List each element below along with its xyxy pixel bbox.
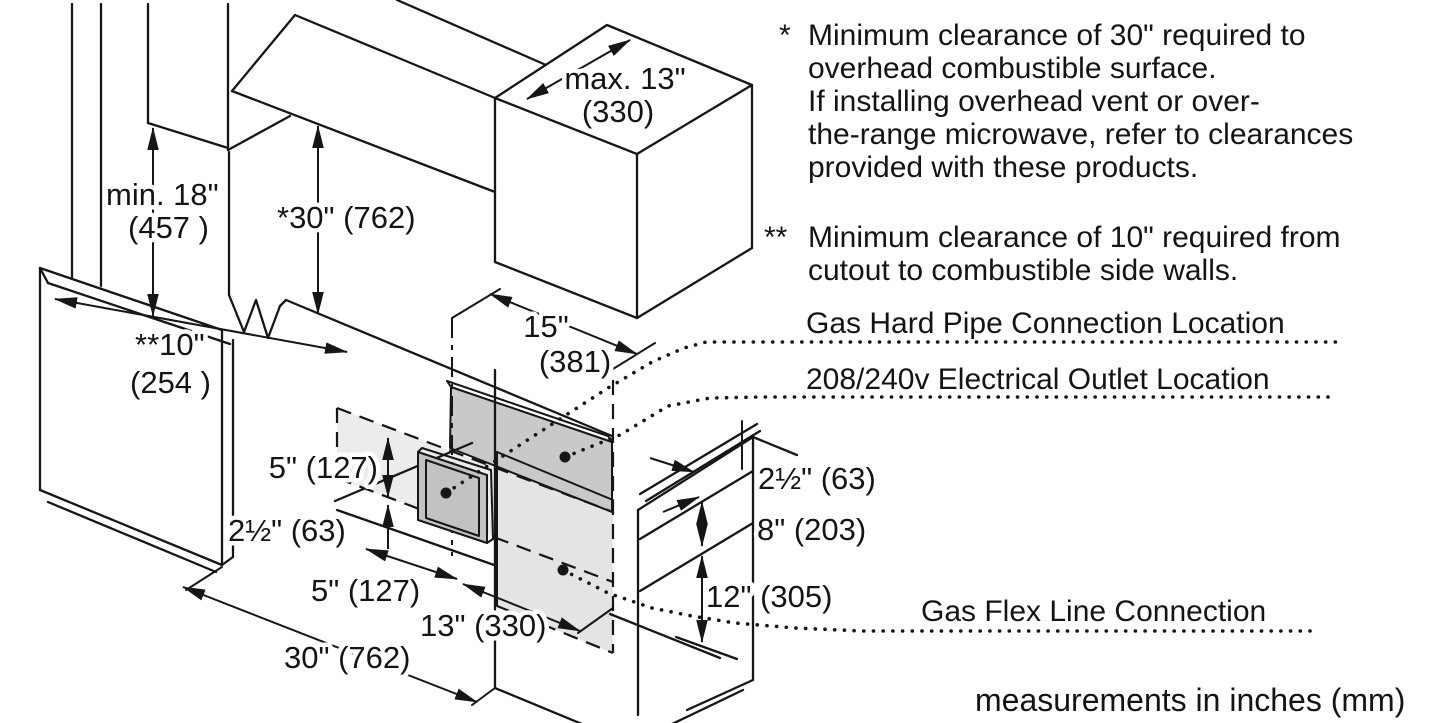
dim-side-clearance [54, 297, 348, 354]
dim-pipe-offset [365, 548, 458, 580]
label-center-to-side-in: 15" [523, 309, 569, 344]
note1-line-3: If installing overhead vent or over- [808, 85, 1260, 118]
gas-hard-pipe-box [417, 447, 494, 544]
note1-line-1: Minimum clearance of 30" required to [808, 19, 1306, 52]
electrical-outlet-point [559, 451, 571, 463]
gas-flex-label: Gas Flex Line Connection [921, 595, 1266, 628]
gas-flex-leader [561, 568, 1317, 633]
note2-marker: ** [764, 221, 788, 254]
electrical-outlet-leader [563, 395, 1337, 459]
chimney-column [70, 2, 292, 297]
label-overhead-cabinet-depth-mm: (330) [582, 94, 654, 129]
soffit-beam [230, 0, 548, 194]
dim-center-to-side [489, 293, 638, 355]
label-overhead-cabinet-depth-in: max. 13" [564, 61, 685, 96]
note1-marker: * [779, 19, 791, 52]
label-cutout-width: 30" (762) [284, 640, 410, 675]
electrical-outlet-label: 208/240v Electrical Outlet Location [806, 363, 1270, 396]
label-hood-clearance-in: min. 18" [106, 177, 219, 212]
gas-hard-pipe-point [440, 487, 452, 499]
note2-line-2: cutout to combustible side walls. [808, 254, 1238, 287]
label-hood-clearance-mm: (457 ) [128, 210, 209, 245]
dim-cutout-depth [462, 583, 581, 632]
label-side-clearance-mm: (254 ) [130, 365, 211, 400]
dim-counter-offset-arrow-bottom [662, 496, 700, 513]
dimension-labels: max. 13" (330) min. 18" (457 ) *30" (762… [102, 57, 881, 680]
label-band-height: 5" (127) [269, 450, 378, 485]
gas-hard-pipe-label: Gas Hard Pipe Connection Location [806, 307, 1285, 340]
note1-line-4: the-range microwave, refer to clearances [808, 118, 1353, 151]
note2-line-1: Minimum clearance of 10" required from [808, 221, 1341, 254]
dimension-arrows [54, 39, 743, 706]
leader-lines [440, 340, 1342, 633]
label-side-clearance-in: **10" [135, 327, 205, 362]
label-flex-height: 12" (305) [706, 579, 832, 614]
dim-counter-offset-arrow-top [649, 457, 695, 473]
dim-cutout-width [182, 586, 478, 703]
note1-line-2: overhead combustible surface. [808, 52, 1217, 85]
label-center-to-side-mm: (381) [539, 344, 611, 379]
gas-flex-point [557, 564, 569, 576]
label-overhead-clearance: *30" (762) [277, 200, 416, 235]
label-band-offset: 2½" (63) [228, 513, 346, 548]
label-outlet-height: 8" (203) [757, 512, 866, 547]
label-cutout-depth: 13" (330) [420, 608, 546, 643]
notes-block: * Minimum clearance of 30" required to o… [764, 19, 1353, 287]
dim-overhead-cabinet-depth [526, 39, 631, 100]
gas-hard-pipe-leader [444, 340, 1342, 495]
label-pipe-offset: 5" (127) [311, 573, 420, 608]
note1-line-5: provided with these products. [808, 151, 1198, 184]
callout-labels: Gas Hard Pipe Connection Location 208/24… [806, 307, 1405, 718]
label-counter-offset: 2½" (63) [758, 461, 876, 496]
units-note: measurements in inches (mm) [975, 682, 1405, 718]
